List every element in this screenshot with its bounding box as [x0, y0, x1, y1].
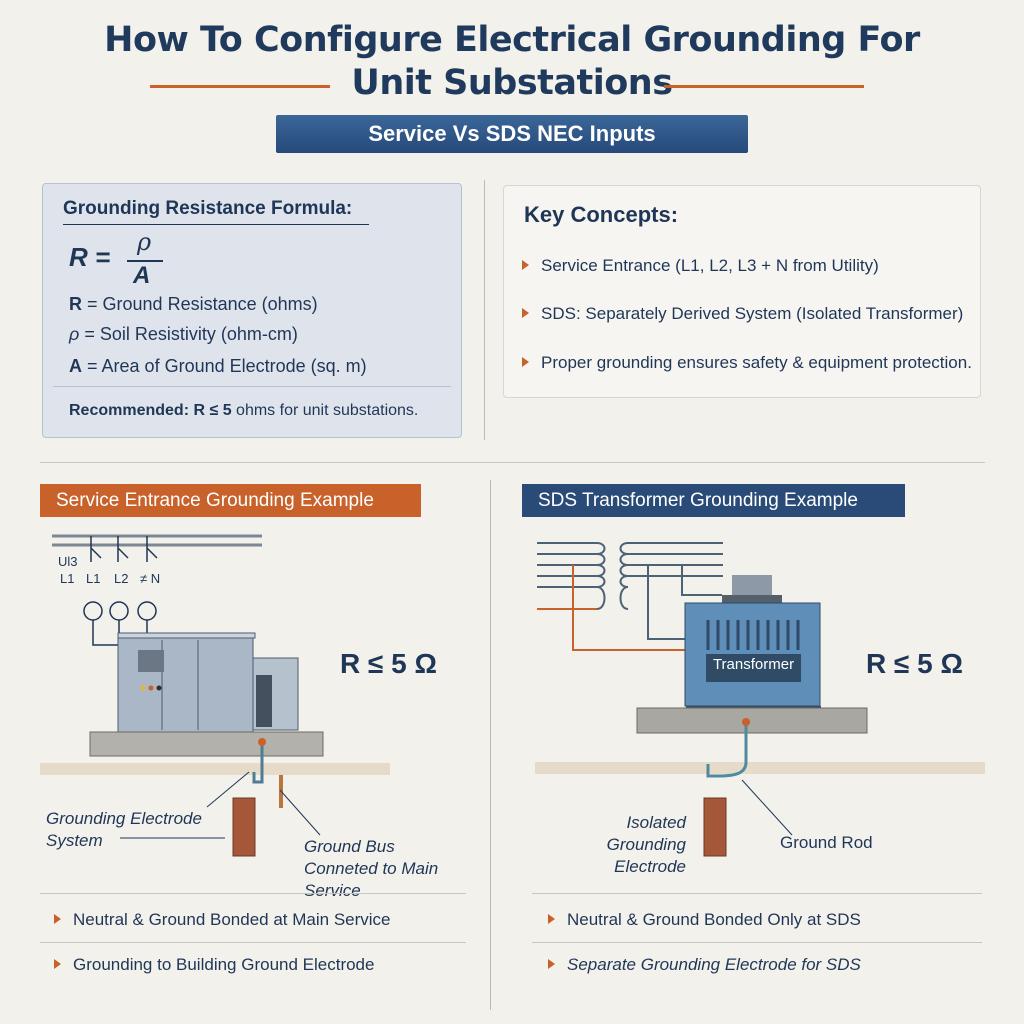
label-l1a: L1 — [60, 571, 74, 586]
ground-surface — [535, 762, 985, 774]
title-line-2: Unit Substations — [351, 63, 673, 103]
top-divider — [484, 180, 485, 440]
service-bullet: Grounding to Building Ground Electrode — [54, 955, 374, 975]
title-rule-left — [150, 85, 330, 88]
ground-rod — [703, 797, 727, 857]
recommendation: Recommended: R ≤ 5 ohms for unit substat… — [69, 402, 419, 419]
label-n: ≠ N — [140, 571, 160, 586]
def-rho: ρ = Soil Resistivity (ohm-cm) — [69, 324, 298, 344]
sds-tag: SDS Transformer Grounding Example — [522, 484, 905, 517]
sds-resistance: R ≤ 5 Ω — [866, 648, 963, 679]
title-rule-right — [664, 85, 864, 88]
key-concepts-box: Key Concepts: Service Entrance (L1, L2, … — [503, 185, 981, 398]
sds-diagram — [535, 542, 985, 857]
service-tag: Service Entrance Grounding Example — [40, 484, 421, 517]
transformer-label: Transformer — [712, 656, 795, 673]
service-diagram: Ul3 L1 L1 L2 ≠ N — [40, 534, 390, 857]
ground-rod — [232, 797, 256, 857]
concrete-pad — [89, 731, 324, 757]
concept-item: SDS: Separately Derived System (Isolated… — [522, 304, 963, 324]
service-resistance: R ≤ 5 Ω — [340, 648, 437, 679]
label-l1b: L1 — [86, 571, 100, 586]
fraction-bar — [127, 260, 163, 262]
sds-bullet: Neutral & Ground Bonded Only at SDS — [548, 910, 861, 930]
concept-item: Service Entrance (L1, L2, L3 + N from Ut… — [522, 256, 879, 276]
concepts-heading: Key Concepts: — [524, 202, 679, 227]
label-ul3: Ul3 — [58, 554, 78, 569]
formula-denominator: A — [133, 262, 151, 289]
divider — [53, 386, 451, 387]
def-r: R = Ground Resistance (ohms) — [69, 294, 318, 314]
title-line-1: How To Configure Electrical Grounding Fo… — [104, 20, 920, 60]
switchgear-cabinet — [117, 634, 254, 733]
sds-bullet: Separate Grounding Electrode for SDS — [548, 955, 861, 975]
concrete-pad — [636, 707, 868, 734]
transformer-windings — [537, 542, 723, 640]
def-a: A = Area of Ground Electrode (sq. m) — [69, 356, 367, 376]
label-ground-rod: Ground Rod — [780, 833, 873, 852]
subtitle-banner: Service Vs SDS NEC Inputs — [276, 115, 748, 153]
formula-box: Grounding Resistance Formula: R = ρ A R … — [42, 183, 462, 438]
heading-underline — [63, 224, 369, 225]
switch-icons — [83, 536, 158, 646]
label-l2: L2 — [114, 571, 128, 586]
divider — [532, 893, 982, 894]
formula-heading: Grounding Resistance Formula: — [63, 198, 353, 219]
divider — [40, 893, 466, 894]
formula-numerator: ρ — [137, 228, 152, 256]
overhead-bus — [52, 534, 262, 547]
ground-surface — [40, 763, 390, 775]
concept-item: Proper grounding ensures safety & equipm… — [522, 353, 972, 373]
service-bullet: Neutral & Ground Bonded at Main Service — [54, 910, 391, 930]
formula-lhs: R = — [69, 242, 111, 272]
divider — [40, 942, 466, 943]
bottom-divider — [490, 480, 491, 1010]
section-divider — [40, 462, 985, 463]
divider — [532, 942, 982, 943]
